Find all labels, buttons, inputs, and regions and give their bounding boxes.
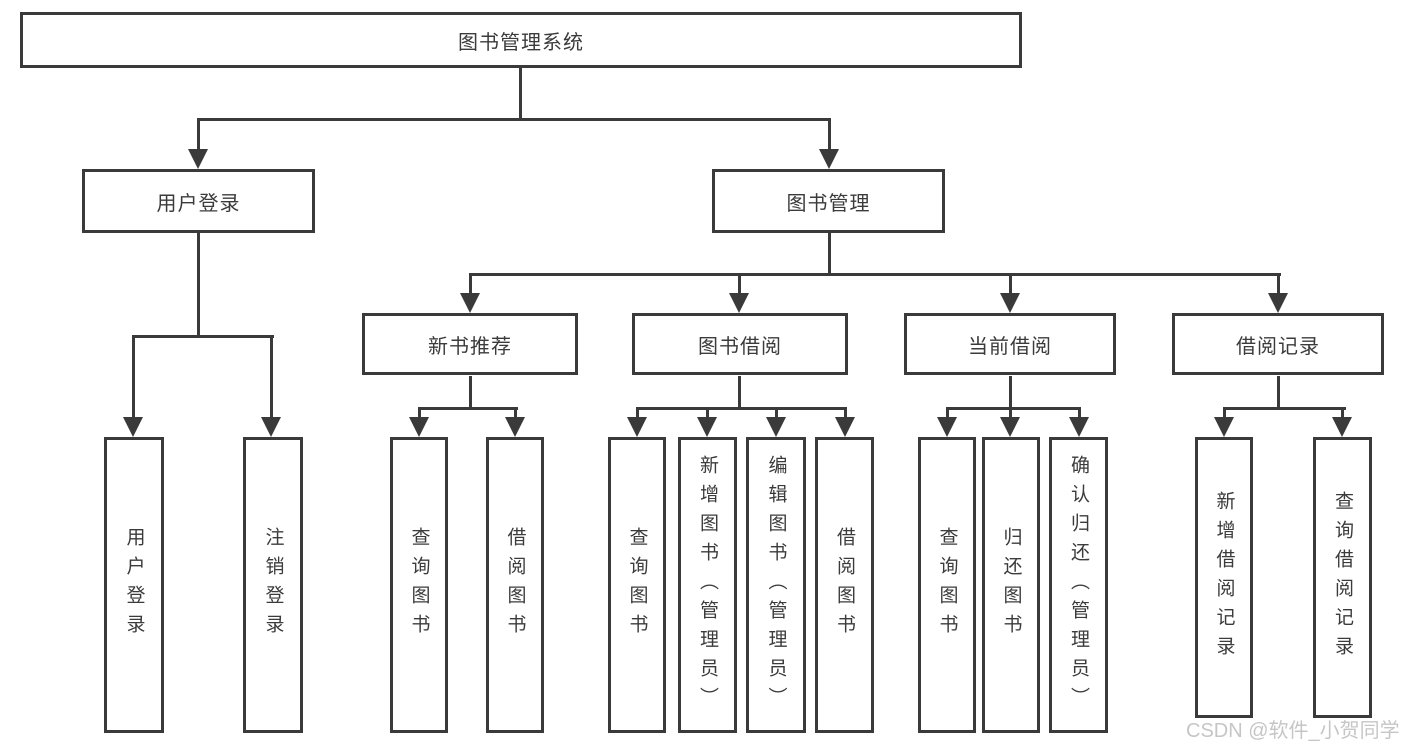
connector-to-leaf-logout xyxy=(270,335,273,419)
connector-borrow-records-stub xyxy=(1277,376,1280,407)
leaf-bb-add-books-label: 新增图书（管理员） xyxy=(697,454,718,716)
connector-user-login-hline xyxy=(132,335,274,338)
node-new-book-rec: 新书推荐 xyxy=(362,313,578,375)
connector-to-rec-query xyxy=(418,407,421,419)
connector-to-bb-borrow xyxy=(844,407,847,419)
connector-to-rec-borrow xyxy=(514,407,517,419)
node-new-book-rec-label: 新书推荐 xyxy=(428,335,512,358)
arrowhead-bb-query xyxy=(627,417,647,437)
leaf-cb-confirm-return-label: 确认归还（管理员） xyxy=(1068,454,1089,716)
connector-current-borrow-stub xyxy=(1009,376,1012,407)
leaf-rec-borrow-books-label: 借阅图书 xyxy=(504,527,526,643)
leaf-bb-edit-books-label: 编辑图书（管理员） xyxy=(765,454,787,716)
connector-level2-hline xyxy=(469,273,1281,276)
connector-to-br-query xyxy=(1341,407,1344,419)
arrowhead-bb-edit xyxy=(766,417,786,437)
connector-root-stub xyxy=(519,68,522,118)
node-current-borrow-label: 当前借阅 xyxy=(968,335,1052,358)
connector-to-current-borrow xyxy=(1009,273,1012,296)
arrowhead-br-add xyxy=(1214,417,1234,437)
node-user-login-label: 用户登录 xyxy=(156,192,241,215)
connector-new-book-rec-hline xyxy=(418,407,518,410)
connector-to-leaf-login xyxy=(132,335,135,419)
connector-book-mgmt-stub xyxy=(828,233,831,273)
node-root-label: 图书管理系统 xyxy=(458,31,584,54)
arrowhead-bb-add xyxy=(697,417,717,437)
node-book-mgmt-label: 图书管理 xyxy=(786,192,871,215)
connector-to-cb-query xyxy=(946,407,949,419)
leaf-cb-confirm-return: 确认归还（管理员） xyxy=(1049,437,1108,733)
node-book-borrow-label: 图书借阅 xyxy=(698,335,782,358)
arrowhead-borrow-records xyxy=(1268,293,1288,313)
connector-to-bb-query xyxy=(636,407,639,419)
watermark-text: CSDN @软件_小贺同学 xyxy=(1186,720,1400,742)
node-root: 图书管理系统 xyxy=(20,12,1022,68)
arrowhead-current-borrow xyxy=(1000,293,1020,313)
arrowhead-leaf-login xyxy=(123,417,143,437)
arrowhead-rec-borrow xyxy=(505,417,525,437)
leaf-cb-return-books: 归还图书 xyxy=(982,437,1040,733)
leaf-logout-label: 注销登录 xyxy=(262,527,284,643)
leaf-logout: 注销登录 xyxy=(243,437,303,733)
connector-book-borrow-stub xyxy=(738,376,741,407)
connector-to-bb-edit xyxy=(775,407,778,419)
leaf-user-login-label: 用户登录 xyxy=(123,527,145,643)
leaf-cb-query-books-label: 查询图书 xyxy=(936,527,958,643)
node-current-borrow: 当前借阅 xyxy=(904,313,1116,375)
connector-to-new-book-rec xyxy=(469,273,472,296)
leaf-br-add-record: 新增借阅记录 xyxy=(1195,437,1253,718)
leaf-br-query-record-label: 查询借阅记录 xyxy=(1332,490,1353,665)
arrowhead-bb-borrow xyxy=(835,417,855,437)
connector-to-cb-return xyxy=(1009,407,1012,419)
node-user-login: 用户登录 xyxy=(82,169,315,233)
leaf-bb-borrow-books: 借阅图书 xyxy=(815,437,874,733)
leaf-user-login: 用户登录 xyxy=(104,437,164,733)
leaf-bb-add-books: 新增图书（管理员） xyxy=(678,437,737,733)
leaf-bb-edit-books: 编辑图书（管理员） xyxy=(746,437,806,733)
connector-user-login-stub xyxy=(197,233,200,335)
arrowhead-user-login xyxy=(188,149,208,169)
node-book-borrow: 图书借阅 xyxy=(632,313,848,375)
arrowhead-br-query xyxy=(1332,417,1352,437)
leaf-cb-query-books: 查询图书 xyxy=(918,437,976,733)
connector-book-borrow-hline xyxy=(636,407,847,410)
connector-current-borrow-hline xyxy=(946,407,1081,410)
leaf-rec-query-books: 查询图书 xyxy=(390,437,448,733)
connector-to-book-mgmt xyxy=(828,118,831,154)
leaf-br-add-record-label: 新增借阅记录 xyxy=(1213,490,1235,665)
node-borrow-records: 借阅记录 xyxy=(1172,313,1384,375)
arrowhead-book-borrow xyxy=(729,293,749,313)
connector-to-borrow-records xyxy=(1277,273,1280,296)
leaf-cb-return-books-label: 归还图书 xyxy=(1000,527,1022,643)
leaf-br-query-record: 查询借阅记录 xyxy=(1313,437,1372,718)
leaf-rec-query-books-label: 查询图书 xyxy=(408,527,430,643)
connector-to-cb-confirm xyxy=(1078,407,1081,419)
leaf-bb-query-books: 查询图书 xyxy=(608,437,666,733)
arrowhead-cb-confirm xyxy=(1069,417,1089,437)
connector-new-book-rec-stub xyxy=(469,376,472,407)
leaf-bb-borrow-books-label: 借阅图书 xyxy=(834,527,855,643)
connector-level1-hline xyxy=(197,118,831,121)
connector-to-user-login xyxy=(197,118,200,154)
node-book-mgmt: 图书管理 xyxy=(712,169,945,233)
arrowhead-rec-query xyxy=(409,417,429,437)
arrowhead-leaf-logout xyxy=(261,417,281,437)
node-borrow-records-label: 借阅记录 xyxy=(1236,335,1320,358)
arrowhead-cb-query xyxy=(937,417,957,437)
arrowhead-cb-return xyxy=(1000,417,1020,437)
connector-borrow-records-hline xyxy=(1223,407,1346,410)
leaf-rec-borrow-books: 借阅图书 xyxy=(486,437,544,733)
arrowhead-new-book-rec xyxy=(460,293,480,313)
connector-to-book-borrow xyxy=(738,273,741,296)
connector-to-bb-add xyxy=(706,407,709,419)
arrowhead-book-mgmt xyxy=(819,149,839,169)
connector-to-br-add xyxy=(1223,407,1226,419)
leaf-bb-query-books-label: 查询图书 xyxy=(626,527,648,643)
